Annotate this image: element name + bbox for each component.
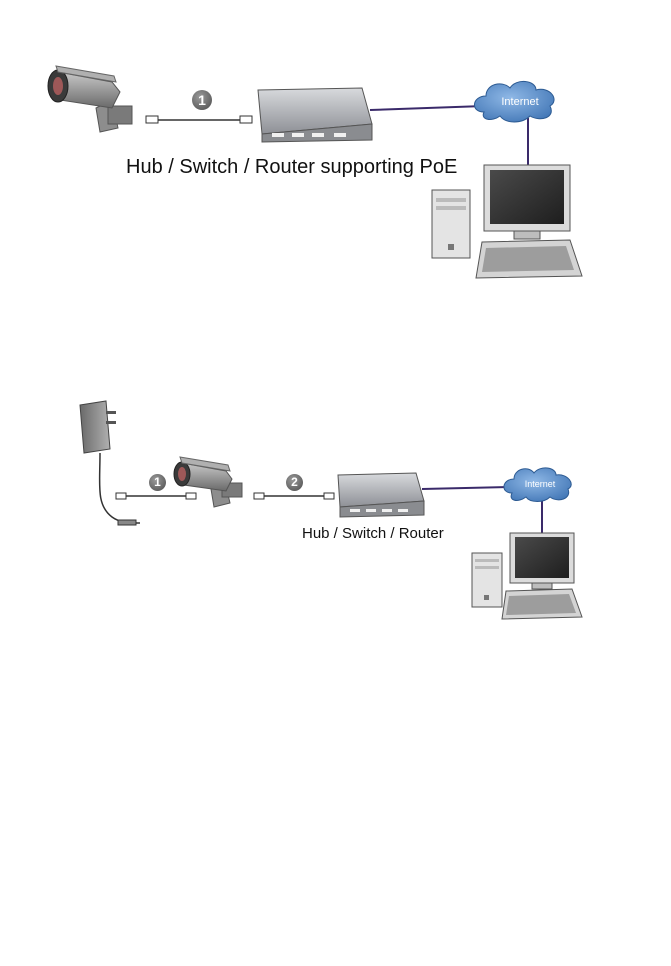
adapter-diagram-graphic [0,385,671,635]
desktop-computer-icon [432,165,582,278]
internet-cloud-label: Internet [514,479,566,489]
poe-device-label: Hub / Switch / Router supporting PoE [126,156,457,179]
ethernet-cable-1 [146,116,252,123]
router-icon [338,473,424,517]
router-internet-link [370,106,484,110]
poe-router-icon [258,88,372,142]
router-device-label: Hub / Switch / Router [302,525,444,542]
cable-step-marker-1: 1 [192,90,212,110]
poe-diagram-graphic [0,0,671,300]
adapter-connection-diagram: 1 2 Internet Hub / Switch / Router [0,385,671,635]
power-adapter-icon [80,401,140,525]
internet-cloud-label: Internet [490,96,550,108]
ethernet-cable-2 [254,493,334,499]
poe-connection-diagram: 1 Internet Hub / Switch / Router support… [0,0,671,300]
cable-step-marker-1: 1 [149,474,166,491]
ethernet-cable-1 [116,493,196,499]
ip-camera-icon [48,66,132,132]
cable-step-marker-2: 2 [286,474,303,491]
desktop-computer-icon [472,533,582,619]
router-internet-link [422,487,510,489]
ip-camera-icon [174,457,242,507]
